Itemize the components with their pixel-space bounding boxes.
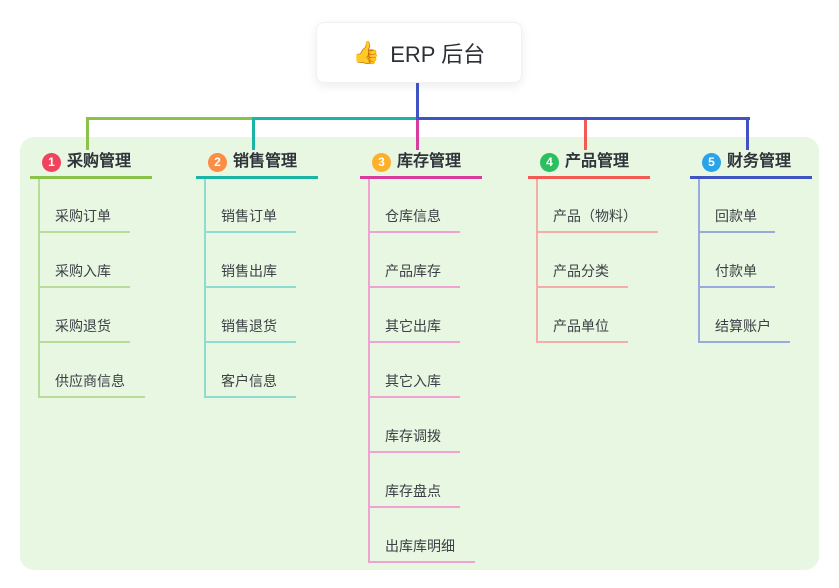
branch-2-child-4[interactable]: 客户信息 xyxy=(221,373,277,389)
branch-4-child-3[interactable]: 产品单位 xyxy=(553,318,609,334)
branch-5-child-3[interactable]: 结算账户 xyxy=(715,318,771,334)
branch-2-child-2[interactable]: 销售出库 xyxy=(221,263,277,279)
branch-5-number-badge: 5 xyxy=(702,153,721,172)
branch-1-child-3-underline xyxy=(38,341,130,343)
branch-3-child-4-underline xyxy=(368,396,460,398)
branch-3-child-4[interactable]: 其它入库 xyxy=(385,373,441,389)
branch-1-child-4[interactable]: 供应商信息 xyxy=(55,373,125,389)
branch-3-underline xyxy=(360,176,482,179)
branch-3-child-1-underline xyxy=(368,231,460,233)
branch-4-child-2-underline xyxy=(536,286,628,288)
branch-1-child-2-underline xyxy=(38,286,130,288)
branch-3-child-2[interactable]: 产品库存 xyxy=(385,263,441,279)
branch-1-number-badge: 1 xyxy=(42,153,61,172)
branch-4-underline xyxy=(528,176,650,179)
connector-drop-branch-3 xyxy=(416,120,419,150)
branch-2-child-3[interactable]: 销售退货 xyxy=(221,318,277,334)
branch-3-number-badge: 3 xyxy=(372,153,391,172)
branch-3-child-6-underline xyxy=(368,506,460,508)
branch-2-child-rail xyxy=(204,179,206,398)
branch-5-child-2[interactable]: 付款单 xyxy=(715,263,757,279)
branch-1-underline xyxy=(30,176,152,179)
branch-3-title[interactable]: 库存管理 xyxy=(397,153,462,170)
branch-3-child-5[interactable]: 库存调拨 xyxy=(385,428,441,444)
branch-1-child-1[interactable]: 采购订单 xyxy=(55,208,111,224)
branch-4-title[interactable]: 产品管理 xyxy=(565,153,630,170)
branch-5-child-2-underline xyxy=(698,286,775,288)
connector-drop-branch-1 xyxy=(86,120,89,150)
connector-bus-segment-teal xyxy=(252,117,418,120)
branch-1-child-rail xyxy=(38,179,40,398)
branch-5-underline xyxy=(690,176,812,179)
connector-drop-branch-5 xyxy=(746,120,749,150)
thumbs-up-icon: 👍 xyxy=(352,39,381,65)
branch-3-child-5-underline xyxy=(368,451,460,453)
branches-panel xyxy=(20,137,819,570)
branch-3-child-1[interactable]: 仓库信息 xyxy=(385,208,441,224)
branch-5-child-1-underline xyxy=(698,231,775,233)
branch-5-child-3-underline xyxy=(698,341,790,343)
branch-1-child-4-underline xyxy=(38,396,145,398)
branch-1-child-2[interactable]: 采购入库 xyxy=(55,263,111,279)
branch-4-child-3-underline xyxy=(536,341,628,343)
branch-2-title[interactable]: 销售管理 xyxy=(233,153,298,170)
connector-drop-branch-2 xyxy=(252,120,255,150)
branch-3-child-7[interactable]: 出库库明细 xyxy=(385,538,455,554)
branch-3-child-rail xyxy=(368,179,370,563)
branch-1-child-1-underline xyxy=(38,231,130,233)
branch-5-child-1[interactable]: 回款单 xyxy=(715,208,757,224)
branch-2-child-2-underline xyxy=(204,286,296,288)
branch-4-child-1[interactable]: 产品（物料） xyxy=(553,208,637,224)
branch-2-underline xyxy=(196,176,318,179)
branch-4-child-rail xyxy=(536,179,538,343)
root-node-label: ERP 后台 xyxy=(390,41,486,67)
branch-2-child-1-underline xyxy=(204,231,296,233)
connector-bus-segment-green xyxy=(86,117,254,120)
branch-1-child-3[interactable]: 采购退货 xyxy=(55,318,111,334)
branch-5-child-rail xyxy=(698,179,700,343)
branch-5-title[interactable]: 财务管理 xyxy=(727,153,792,170)
branch-4-child-1-underline xyxy=(536,231,658,233)
branch-3-child-6[interactable]: 库存盘点 xyxy=(385,483,441,499)
branch-1-title[interactable]: 采购管理 xyxy=(67,153,132,170)
connector-bus-segment-blue xyxy=(416,117,750,120)
branch-4-child-2[interactable]: 产品分类 xyxy=(553,263,609,279)
root-node[interactable]: 👍 ERP 后台 xyxy=(316,22,522,83)
branch-4-number-badge: 4 xyxy=(540,153,559,172)
branch-3-child-2-underline xyxy=(368,286,460,288)
branch-3-child-3-underline xyxy=(368,341,460,343)
branch-2-child-4-underline xyxy=(204,396,296,398)
connector-root-vertical xyxy=(416,83,419,120)
branch-2-child-1[interactable]: 销售订单 xyxy=(221,208,277,224)
branch-2-child-3-underline xyxy=(204,341,296,343)
branch-3-child-7-underline xyxy=(368,561,475,563)
connector-drop-branch-4 xyxy=(584,120,587,150)
branch-3-child-3[interactable]: 其它出库 xyxy=(385,318,441,334)
branch-2-number-badge: 2 xyxy=(208,153,227,172)
